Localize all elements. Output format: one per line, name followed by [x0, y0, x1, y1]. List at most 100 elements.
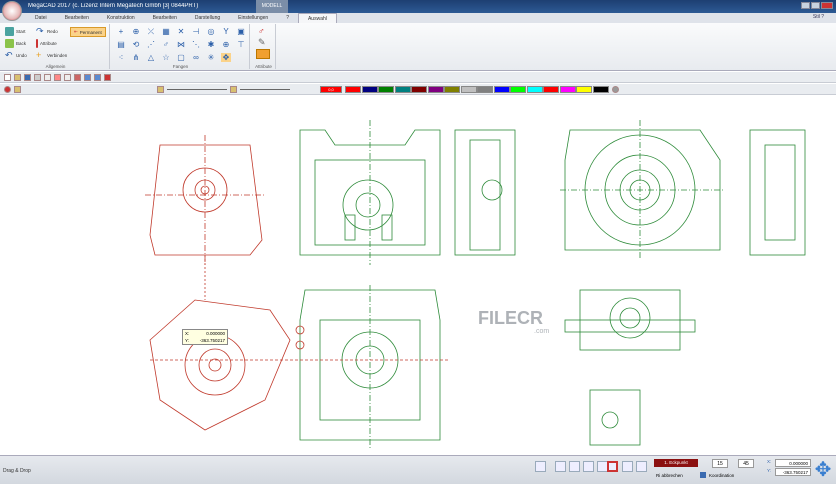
color-swatch-15[interactable]	[592, 85, 609, 93]
permanent-button[interactable]: ⇤Permanent	[70, 27, 106, 37]
tab-datei[interactable]: Datei	[35, 15, 47, 21]
color-swatch-14[interactable]	[576, 85, 592, 93]
snap-point-icon[interactable]: +	[118, 27, 124, 36]
view-round-top	[560, 120, 725, 260]
snap-grid-icon[interactable]: ▦	[162, 27, 170, 36]
app-logo-button[interactable]	[2, 1, 22, 21]
tab-darstellung[interactable]: Darstellung	[194, 15, 221, 21]
color-swatch-12[interactable]	[543, 85, 559, 93]
active-color-swatch[interactable]: 0,0	[320, 85, 342, 93]
arrow-tool-1-icon[interactable]	[622, 461, 633, 472]
verbinden-button[interactable]: +Verbinden	[36, 51, 67, 60]
drawing-canvas[interactable]: FILECR.com	[0, 96, 836, 455]
y-coordinate-field[interactable]: -363.750217	[775, 468, 811, 476]
zoom-icon[interactable]	[54, 73, 61, 81]
arrow-tool-2-icon[interactable]	[636, 461, 647, 472]
color-swatch-9[interactable]	[493, 85, 510, 93]
redo-small-icon[interactable]	[94, 73, 101, 81]
color-swatch-13[interactable]	[559, 85, 576, 93]
snap-t-icon[interactable]: ⊤	[237, 40, 245, 49]
color-swatch-8[interactable]	[477, 85, 493, 93]
pencil-icon[interactable]: ✎	[258, 37, 266, 47]
snap-tool-2-icon[interactable]	[569, 461, 580, 472]
snap-perp-icon[interactable]: ⋈	[177, 40, 185, 49]
snap-camera-icon[interactable]: ▣	[237, 27, 245, 36]
snap-tool-active-icon[interactable]	[607, 461, 618, 472]
open-icon[interactable]	[14, 73, 21, 81]
tab-konstruktion[interactable]: Konstruktion	[106, 15, 135, 21]
snap-split-icon[interactable]: ⋔	[132, 53, 140, 62]
snap-zoom-icon[interactable]: ⊕	[132, 27, 140, 36]
color-swatch-10[interactable]	[510, 85, 526, 93]
snap-link-icon[interactable]: ∞	[193, 53, 199, 62]
style-help[interactable]: Stil ?	[812, 14, 824, 20]
tab-bearbeiten-2[interactable]: Bearbeiten	[152, 15, 177, 21]
settings-icon[interactable]	[612, 85, 619, 93]
snap-tool-1-icon[interactable]	[555, 461, 566, 472]
koordination-checkbox[interactable]	[700, 472, 706, 478]
snap-target-icon[interactable]: ⊕	[222, 40, 230, 49]
record-icon[interactable]	[4, 85, 11, 93]
snap-mid-icon[interactable]: ⋱	[192, 40, 200, 49]
tab-help[interactable]: ?	[286, 15, 289, 21]
snap-tangent-icon[interactable]: ♂	[163, 40, 169, 49]
back-button[interactable]: Back	[5, 39, 26, 48]
snap-burst-icon[interactable]: ✳	[207, 53, 215, 62]
refresh-icon[interactable]	[74, 73, 81, 81]
preview-icon[interactable]	[44, 73, 51, 81]
color-swatch-5[interactable]	[427, 85, 444, 93]
color-swatch-2[interactable]	[378, 85, 394, 93]
tab-auswahl[interactable]: Auswahl	[297, 13, 337, 23]
attribute-pick-icon[interactable]: ♂	[258, 26, 265, 36]
color-swatch-3[interactable]	[394, 85, 411, 93]
folder-icon-3[interactable]	[230, 85, 237, 93]
snap-star-icon[interactable]: ✱	[207, 40, 215, 49]
snap-intersection-icon[interactable]: Y	[223, 27, 229, 36]
pan-icon[interactable]	[535, 461, 546, 472]
color-swatch-7[interactable]	[460, 85, 477, 93]
start-button[interactable]: Start	[5, 27, 26, 36]
zoom-out-icon[interactable]	[64, 73, 71, 81]
close-button[interactable]	[821, 2, 833, 9]
snap-move-icon[interactable]: ✥	[221, 53, 231, 62]
snap-line-icon[interactable]: ⤫	[147, 27, 155, 36]
new-icon[interactable]	[4, 73, 11, 81]
snap-end-icon[interactable]: ⊣	[192, 27, 200, 36]
angle-spinner-1[interactable]: 15	[712, 459, 728, 468]
cancel-link[interactable]: Ri abbrechen	[656, 473, 683, 478]
snap-dots-icon[interactable]: ⋰	[147, 40, 155, 49]
save-icon[interactable]	[24, 73, 31, 81]
angle-spinner-2[interactable]: 45	[738, 459, 754, 468]
print-icon[interactable]	[34, 73, 41, 81]
maximize-button[interactable]	[811, 2, 820, 9]
attribute-button[interactable]: Attribute	[36, 39, 57, 48]
navigation-pad-icon[interactable]: ✥	[814, 459, 832, 481]
undo-small-icon[interactable]	[84, 73, 91, 81]
minimize-button[interactable]	[801, 2, 810, 9]
folder-icon-2[interactable]	[157, 85, 164, 93]
snap-arc-icon[interactable]: ⟲	[132, 40, 140, 49]
snap-tool-3-icon[interactable]	[583, 461, 594, 472]
color-swatch-11[interactable]	[526, 85, 543, 93]
color-swatch-0[interactable]	[345, 85, 361, 93]
pin-icon[interactable]	[104, 73, 111, 81]
snap-frame-icon[interactable]: ▢	[177, 53, 185, 62]
color-swatch-4[interactable]	[411, 85, 427, 93]
snap-tri-icon[interactable]: △	[147, 53, 155, 62]
slider-track-1[interactable]	[167, 88, 227, 90]
snap-cross-icon[interactable]: ✕	[177, 27, 185, 36]
undo-button[interactable]: ↶Undo	[5, 51, 27, 60]
snap-box-icon[interactable]: ▤	[117, 40, 125, 49]
folder-icon[interactable]	[14, 85, 21, 93]
snap-star2-icon[interactable]: ☆	[162, 53, 170, 62]
x-coordinate-field[interactable]: 0.000000	[775, 459, 811, 467]
layer-button[interactable]	[256, 49, 270, 59]
snap-center-icon[interactable]: ◎	[207, 27, 215, 36]
color-swatch-6[interactable]	[444, 85, 460, 93]
slider-track-2[interactable]	[240, 88, 290, 90]
snap-cluster-icon[interactable]: ⁖	[118, 53, 124, 62]
redo-button[interactable]: ↷Redo	[36, 27, 58, 36]
color-swatch-1[interactable]	[361, 85, 378, 93]
tab-bearbeiten[interactable]: Bearbeiten	[64, 15, 89, 21]
tab-einstellungen[interactable]: Einstellungen	[238, 15, 269, 21]
